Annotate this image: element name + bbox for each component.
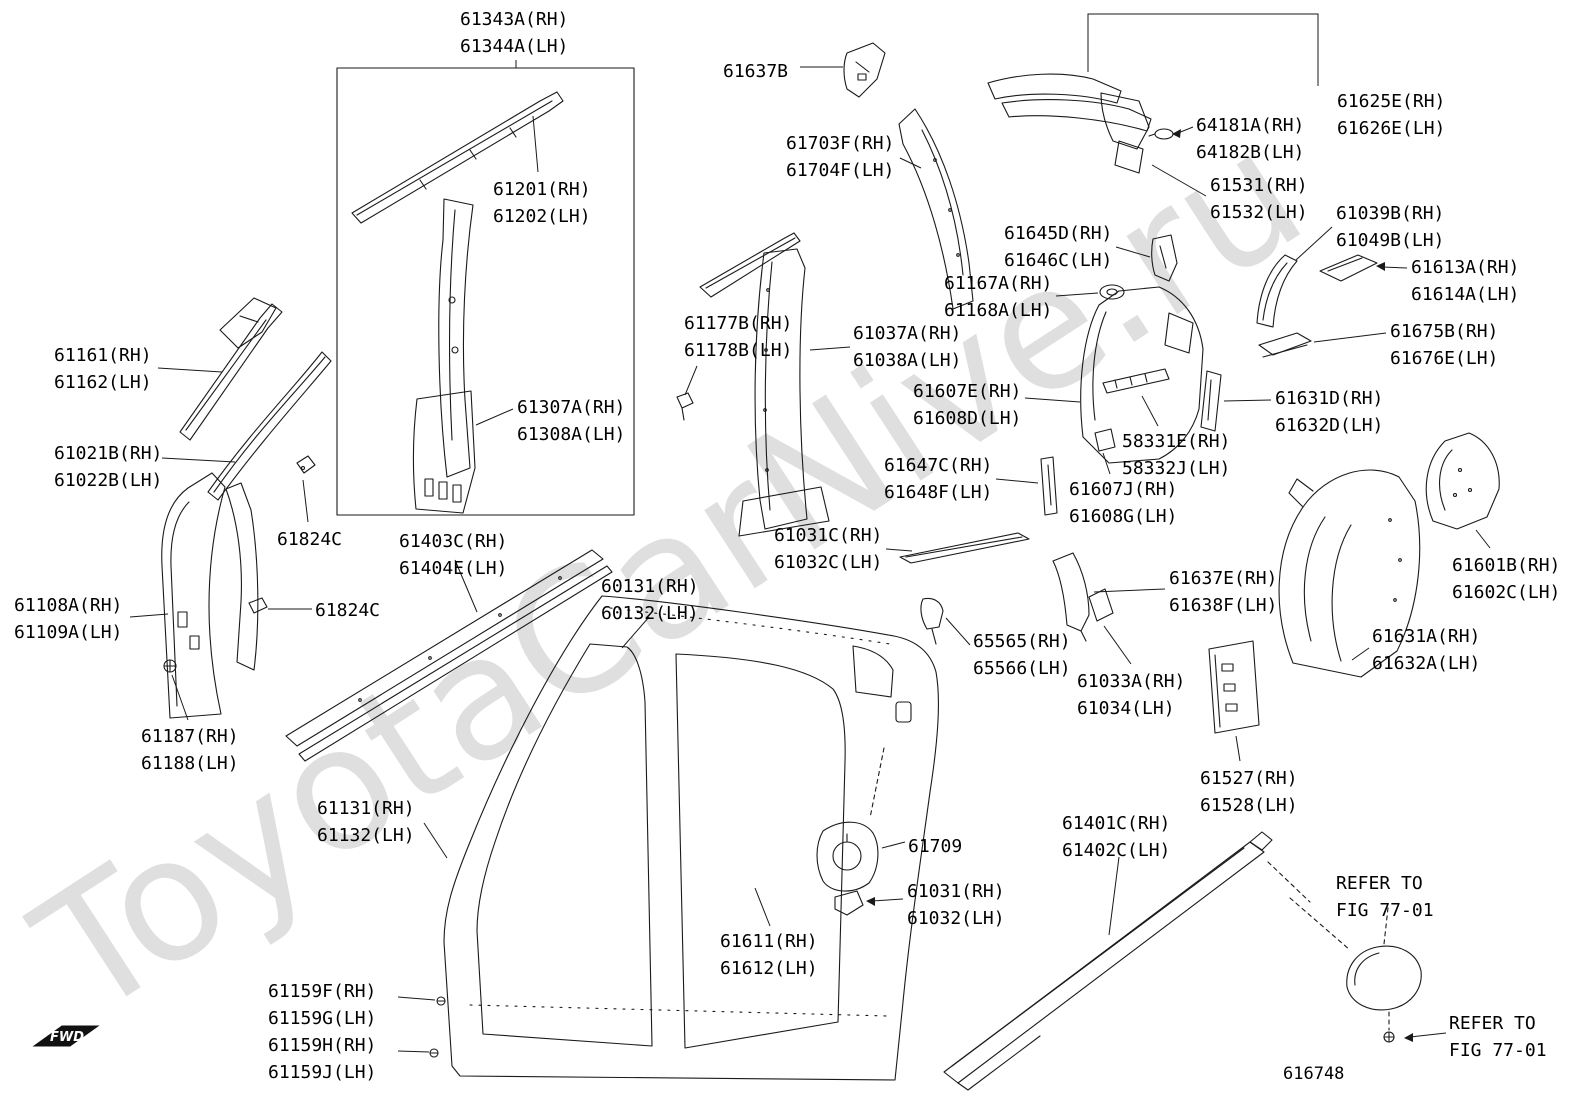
label-61037A: 61037A(RH)61038A(LH) (853, 323, 962, 371)
label-61613A: 61613A(RH)61614A(LH) (1411, 257, 1520, 305)
label-61645D: 61645D(RH)61646C(LH) (1004, 223, 1113, 271)
label-61709: 61709 (908, 836, 963, 857)
label-61033A: 61033A(RH)61034(LH) (1077, 671, 1186, 719)
dashed-reference-lines (869, 747, 1390, 1031)
label-58331E: 58331E(RH)58332J(LH) (1122, 431, 1231, 479)
label-61343A: 61343A(RH)61344A(LH) (460, 9, 569, 57)
label-61167A: 61167A(RH)61168A(LH) (944, 273, 1053, 321)
label-61159F: 61159F(RH)61159G(LH) (268, 981, 377, 1029)
label-60131: 60131(RH)60132(LH) (601, 576, 699, 624)
label-61637E: 61637E(RH)61638F(LH) (1169, 568, 1278, 616)
drawing-quarter-inner-panel (1080, 286, 1204, 464)
label-61307A: 61307A(RH)61308A(LH) (517, 397, 626, 445)
label-61177B: 61177B(RH)61178B(LH) (684, 313, 793, 361)
leader-lines (129, 13, 1491, 1053)
label-61031: 61031(RH)61032(LH) (907, 881, 1005, 929)
label-61159H: 61159H(RH)61159J(LH) (268, 1035, 377, 1083)
drawing-roof-rail-box (336, 67, 635, 516)
label-61824C-2: 61824C (315, 600, 381, 621)
drawing-quarter-pillar (843, 42, 974, 310)
drawing-fuel-lid (1346, 945, 1422, 1043)
label-65565: 65565(RH)65566(LH) (973, 631, 1071, 679)
drawing-fuel-filler-housing (816, 821, 879, 916)
fwd-arrow-icon: FWD (32, 1025, 100, 1047)
drawing-small-brackets-right (1040, 234, 1378, 516)
label-61675B: 61675B(RH)61676E(LH) (1390, 321, 1499, 369)
label-61631D: 61631D(RH)61632D(LH) (1275, 388, 1384, 436)
diagram-number: 616748 (1283, 1064, 1345, 1084)
drawing-rocker-outer-right (943, 831, 1273, 1091)
label-61021B: 61021B(RH)61022B(LH) (54, 443, 163, 491)
label-61403C: 61403C(RH)61404E(LH) (399, 531, 508, 579)
label-61637B: 61637B (723, 61, 789, 82)
label-61401C: 61401C(RH)61402C(LH) (1062, 813, 1171, 861)
label-61601B: 61601B(RH)61602C(LH) (1452, 555, 1561, 603)
drawing-reinforcement-strips (899, 532, 1114, 645)
fwd-label: FWD (50, 1030, 84, 1045)
label-61625E: 61625E(RH)61626E(LH) (1337, 91, 1446, 139)
label-61039B: 61039B(RH)61049B(LH) (1336, 203, 1445, 251)
label-61824C-1: 61824C (277, 529, 343, 550)
leader-arrowheads (866, 129, 1413, 1042)
label-61607J: 61607J(RH)61608G(LH) (1069, 479, 1178, 527)
label-61031C: 61031C(RH)61032C(LH) (774, 525, 883, 573)
drawing-roof-header-cluster (987, 73, 1174, 174)
drawing-rocker-outer-left (285, 549, 613, 762)
label-61611: 61611(RH)61612(LH) (720, 931, 818, 979)
drawing-small-bolts (429, 996, 446, 1058)
label-61631A: 61631A(RH)61632A(LH) (1372, 626, 1481, 674)
drawing-body-side-outer-panel (443, 595, 939, 1081)
label-61703F: 61703F(RH)61704F(LH) (786, 133, 895, 181)
label-64181A: 64181A(RH)64182B(LH) (1196, 115, 1305, 163)
label-61187: 61187(RH)61188(LH) (141, 726, 239, 774)
label-61201: 61201(RH)61202(LH) (493, 179, 591, 227)
label-61527: 61527(RH)61528(LH) (1200, 768, 1298, 816)
label-61647C: 61647C(RH)61648F(LH) (884, 455, 993, 503)
drawing-front-pillar-left-group (161, 297, 332, 719)
drawing-center-pillar-inner (676, 232, 830, 537)
label-61161: 61161(RH)61162(LH) (54, 345, 152, 393)
label-61131: 61131(RH)61132(LH) (317, 798, 415, 846)
drawing-wheelhouse-and-quarter-inner (1208, 432, 1500, 734)
label-61108A: 61108A(RH)61109A(LH) (14, 595, 123, 643)
label-61607E: 61607E(RH)61608D(LH) (913, 381, 1022, 429)
label-61531: 61531(RH)61532(LH) (1210, 175, 1308, 223)
